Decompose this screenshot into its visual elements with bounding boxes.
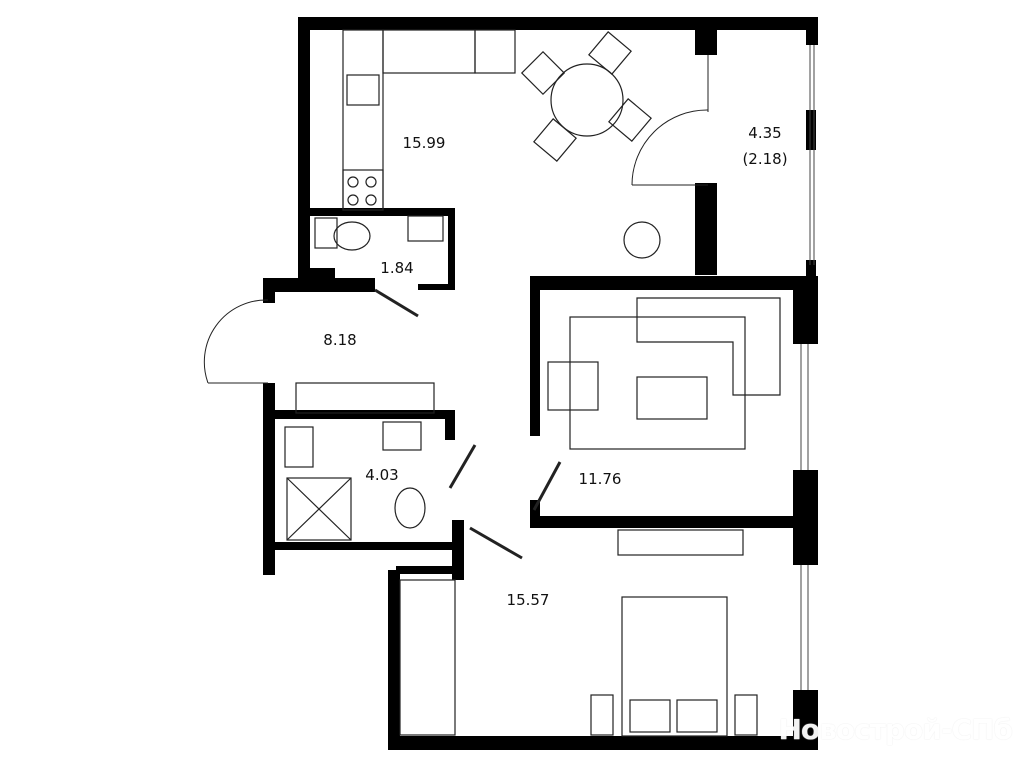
plant-icon: [623, 221, 661, 259]
nightstand: [734, 694, 758, 736]
shower-tray: [286, 477, 352, 541]
walls: [263, 17, 818, 750]
dining-table: [550, 63, 624, 137]
chair: [588, 31, 632, 75]
room-area-hall: 8.18: [323, 330, 357, 349]
sofa: [636, 297, 781, 396]
sink-icon: [346, 74, 380, 106]
bed: [621, 596, 728, 737]
toilet-icon-2: [394, 487, 426, 529]
armchair: [547, 361, 599, 411]
kitchen-counter-side: [342, 29, 384, 211]
wc-sink: [407, 215, 444, 242]
doors: [203, 55, 709, 560]
rug: [569, 316, 746, 450]
tv-stand: [617, 529, 744, 556]
chair: [533, 118, 577, 162]
room-area-wc: 1.84: [380, 258, 414, 277]
bathroom-sink: [284, 426, 314, 468]
room-area-balcony: 4.35: [748, 123, 782, 142]
furniture: [284, 29, 781, 737]
coffee-table: [636, 376, 708, 420]
washing-machine: [382, 421, 422, 451]
room-area-living: 11.76: [578, 469, 622, 488]
watermark: Новострой-СПб: [778, 713, 1013, 746]
wardrobe: [295, 382, 435, 414]
room-area-kitchen: 15.99: [402, 133, 446, 152]
room-area-balcony-reduced: (2.18): [742, 149, 788, 168]
windows: [800, 45, 815, 690]
fridge: [474, 29, 516, 74]
room-area-bathroom: 4.03: [365, 465, 399, 484]
toilet-icon: [333, 221, 371, 251]
room-area-bedroom: 15.57: [506, 590, 550, 609]
chair: [608, 98, 652, 142]
toilet-tank: [314, 217, 338, 249]
kitchen-counter: [382, 29, 476, 74]
nightstand: [590, 694, 614, 736]
chair: [520, 50, 566, 96]
closet: [399, 579, 456, 736]
stove-icon: [342, 169, 384, 211]
